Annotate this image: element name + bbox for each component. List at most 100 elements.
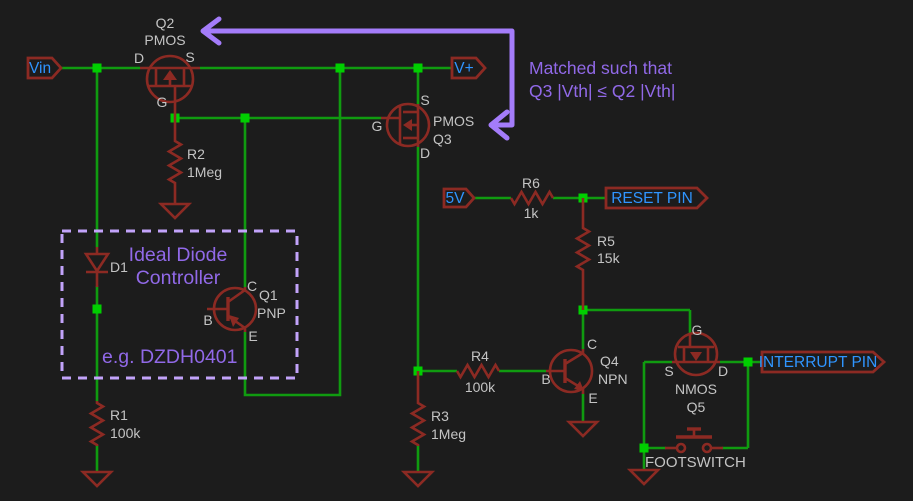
mosfet-body[interactable] bbox=[673, 331, 719, 377]
resistor-value: 1Meg bbox=[187, 164, 222, 180]
switch-contact[interactable] bbox=[675, 442, 687, 454]
matched-annotation-line1: Matched such that bbox=[529, 58, 672, 78]
resistor-name: R4 bbox=[471, 348, 489, 364]
resistor-body[interactable] bbox=[455, 362, 501, 380]
pin-label-d: D bbox=[134, 50, 144, 66]
resistor-r3[interactable]: R3 1Meg bbox=[409, 371, 466, 447]
resistor-value: 100k bbox=[110, 425, 141, 441]
net-flag-reset-pin[interactable]: RESET PIN bbox=[604, 186, 709, 210]
ground-symbols bbox=[79, 202, 662, 488]
arrow-head-bottom bbox=[488, 109, 510, 141]
arrow-head-left bbox=[200, 16, 222, 46]
transistor-q2-pmos[interactable]: Q2 PMOS D S G bbox=[134, 15, 200, 118]
pin-label-s: S bbox=[185, 49, 194, 65]
resistor-r2[interactable]: R2 1Meg bbox=[166, 118, 222, 204]
switch-contact[interactable] bbox=[701, 442, 713, 454]
resistor-value: 1k bbox=[524, 205, 540, 221]
wire[interactable] bbox=[243, 68, 342, 397]
controller-annotation-line1: Ideal Diode bbox=[129, 244, 228, 266]
pin-label-c: C bbox=[587, 336, 597, 352]
transistor-name: Q2 bbox=[156, 15, 175, 31]
net-flag-label: V+ bbox=[454, 60, 473, 77]
net-flag-interrupt-pin[interactable]: INTERRUPT PIN bbox=[759, 350, 887, 374]
transistor-q5-nmos[interactable]: NMOS Q5 G S D bbox=[664, 322, 728, 415]
resistor-r4[interactable]: R4 100k bbox=[455, 348, 501, 395]
transistor-name: Q1 bbox=[259, 287, 278, 303]
transistor-q1-pnp[interactable]: Q1 PNP C B E bbox=[203, 278, 285, 344]
mosfet-arrow bbox=[403, 119, 412, 131]
net-flag-vin[interactable]: Vin bbox=[26, 56, 63, 80]
flag-outline[interactable] bbox=[760, 350, 887, 374]
pin-label-b: B bbox=[203, 312, 212, 328]
bjt-arrow bbox=[229, 315, 239, 327]
diode-triangle[interactable] bbox=[83, 252, 111, 274]
resistor-body[interactable] bbox=[509, 189, 555, 207]
resistor-name: R6 bbox=[522, 175, 540, 191]
ground-symbol[interactable] bbox=[79, 470, 115, 488]
resistor-name: R1 bbox=[110, 407, 128, 423]
transistor-name: Q3 bbox=[433, 131, 452, 147]
transistor-type: PNP bbox=[257, 305, 286, 321]
transistor-q4-npn[interactable]: Q4 NPN C B E bbox=[541, 336, 627, 406]
resistor-body[interactable] bbox=[88, 401, 106, 447]
mosfet-body[interactable] bbox=[145, 54, 195, 104]
resistor-body[interactable] bbox=[409, 371, 427, 447]
flag-outline[interactable] bbox=[604, 186, 709, 210]
junction-dot bbox=[92, 304, 102, 314]
footswitch[interactable]: FOOTSWITCH bbox=[645, 427, 746, 471]
junction-dot bbox=[240, 113, 250, 123]
junction-dot bbox=[92, 63, 102, 73]
flag-outline[interactable] bbox=[442, 187, 476, 209]
transistor-type: NPN bbox=[598, 371, 628, 387]
resistor-value: 1Meg bbox=[431, 426, 466, 442]
transistor-type: PMOS bbox=[144, 32, 185, 48]
ground-symbol[interactable] bbox=[400, 470, 436, 488]
resistor-r1[interactable]: R1 100k bbox=[88, 401, 141, 447]
pin-label-g: G bbox=[372, 118, 383, 134]
net-flag-5v[interactable]: 5V bbox=[442, 187, 476, 209]
diode-d1[interactable]: D1 bbox=[83, 247, 128, 287]
pin-label-s: S bbox=[664, 363, 673, 379]
ideal-diode-controller-box bbox=[60, 229, 299, 380]
mosfet-body[interactable] bbox=[385, 102, 431, 148]
pin-label-e: E bbox=[588, 390, 597, 406]
net-flag-vplus[interactable]: V+ bbox=[450, 56, 487, 80]
matched-vth-arrow bbox=[200, 16, 515, 141]
transistor-name: Q4 bbox=[600, 353, 619, 369]
resistor-r5[interactable]: R5 15k bbox=[574, 198, 621, 310]
mosfet-arrow bbox=[690, 352, 702, 361]
bjt-collector[interactable] bbox=[227, 287, 247, 304]
matched-annotation-line2: Q3 |Vth| ≤ Q2 |Vth| bbox=[529, 81, 675, 101]
transistor-type: NMOS bbox=[675, 381, 717, 397]
pin-label-g: G bbox=[157, 94, 168, 110]
transistor-q3-pmos[interactable]: PMOS Q3 S G D bbox=[372, 92, 475, 161]
ground-symbol[interactable] bbox=[157, 202, 193, 220]
junction-dot bbox=[743, 357, 753, 367]
switch-label: FOOTSWITCH bbox=[645, 454, 746, 471]
mosfet-arrow bbox=[163, 70, 177, 80]
pin-label-d: D bbox=[718, 363, 728, 379]
resistor-r6[interactable]: R6 1k bbox=[509, 175, 555, 221]
junction-dot bbox=[413, 63, 423, 73]
resistor-body[interactable] bbox=[574, 198, 592, 310]
pin-label-b: B bbox=[541, 371, 550, 387]
resistor-name: R2 bbox=[187, 146, 205, 162]
ground-symbol[interactable] bbox=[626, 468, 662, 486]
flag-outline[interactable] bbox=[26, 56, 63, 80]
junction-dot bbox=[335, 63, 345, 73]
pin-label-e: E bbox=[248, 328, 257, 344]
transistor-type: PMOS bbox=[433, 113, 474, 129]
junction-dot bbox=[639, 443, 649, 453]
resistor-body[interactable] bbox=[166, 118, 184, 204]
pin-label-s: S bbox=[420, 92, 429, 108]
resistor-name: R3 bbox=[431, 408, 449, 424]
flag-outline[interactable] bbox=[450, 56, 487, 80]
net-flag-label: 5V bbox=[446, 190, 466, 207]
ground-symbol[interactable] bbox=[565, 420, 601, 438]
controller-example-annotation: e.g. DZDH0401 bbox=[102, 346, 237, 368]
net-flag-label: INTERRUPT PIN bbox=[759, 354, 878, 371]
bjt-collector[interactable] bbox=[564, 349, 585, 366]
net-flag-label: RESET PIN bbox=[611, 190, 693, 207]
